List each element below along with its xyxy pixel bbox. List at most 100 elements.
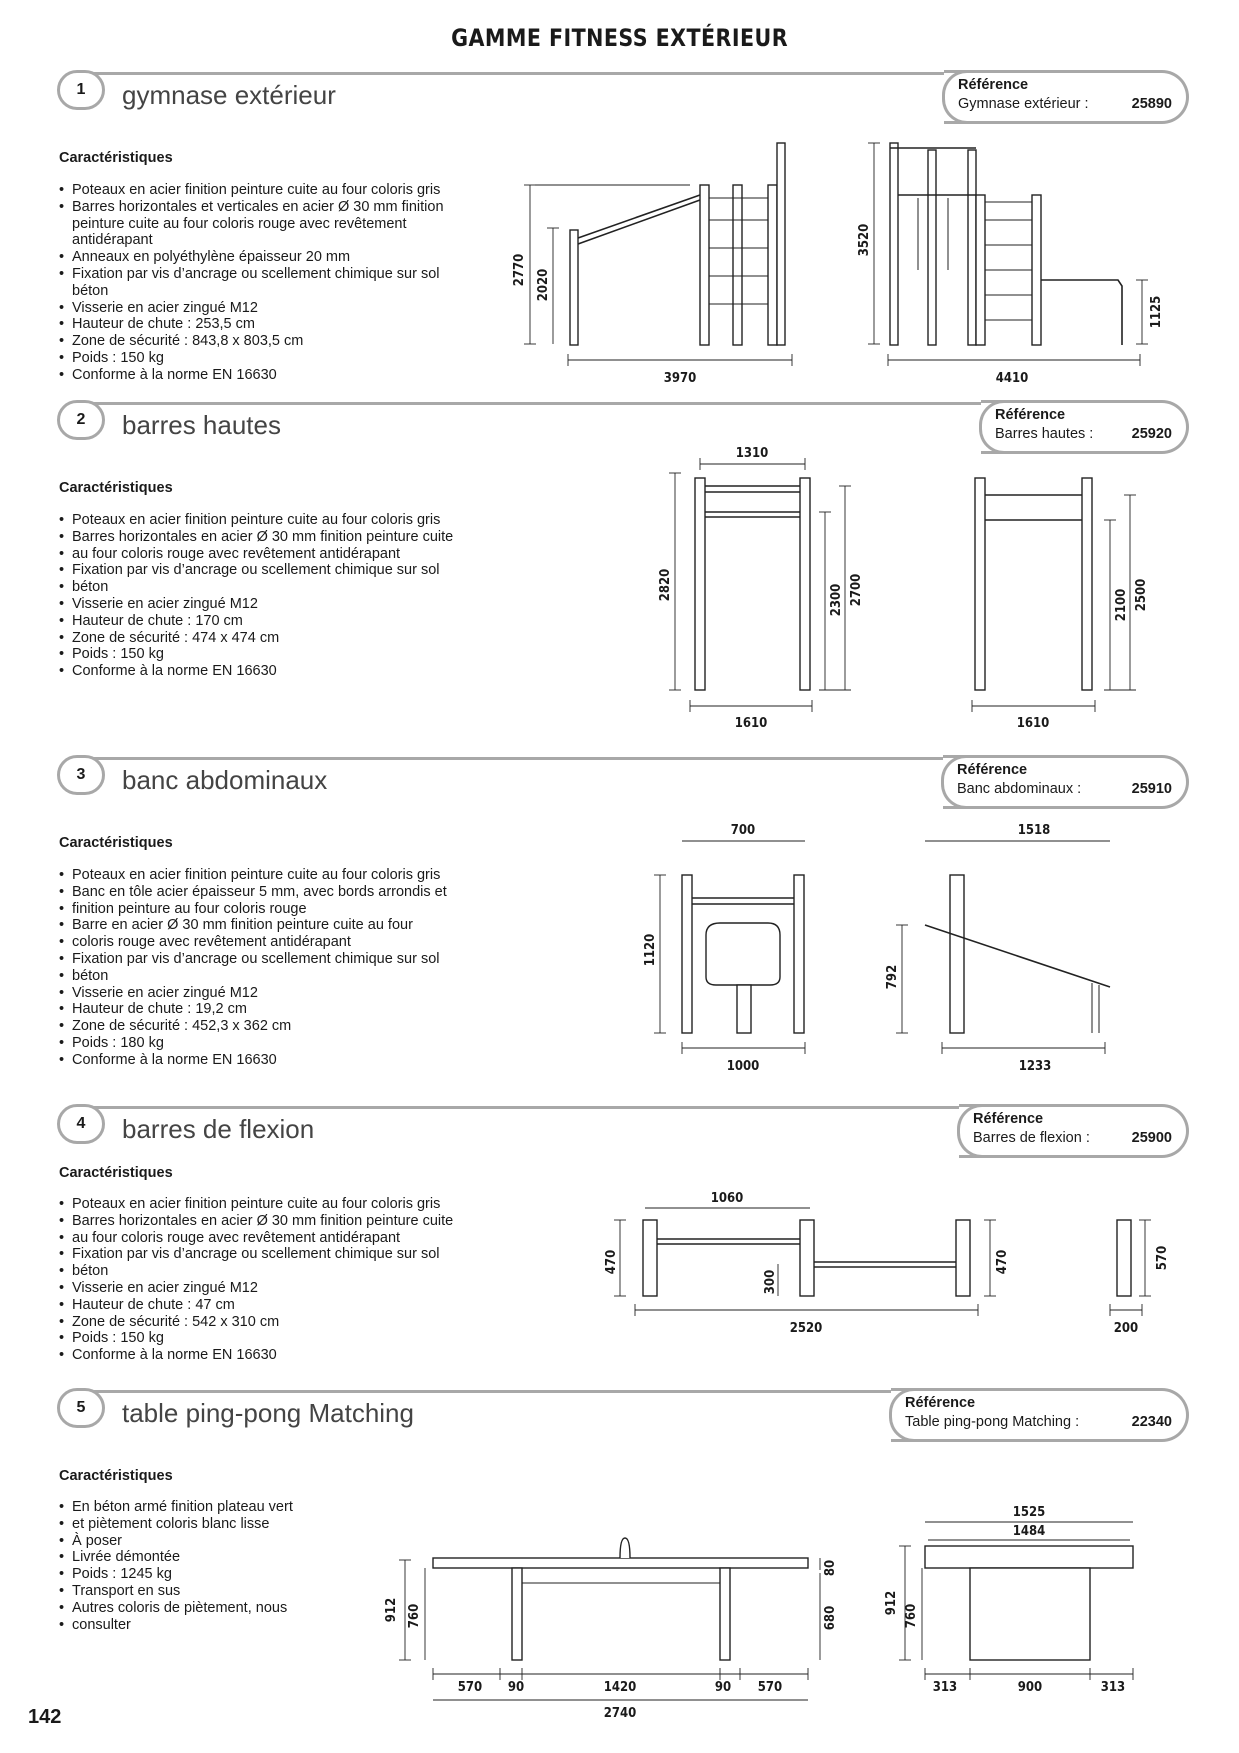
section-number: 4 <box>57 1104 105 1144</box>
feature-item: À poser <box>59 1533 293 1550</box>
dimension-label: 1120 <box>643 934 658 967</box>
features-list: Poteaux en acier finition peinture cuite… <box>59 867 447 1069</box>
feature-item: Visserie en acier zingué M12 <box>59 300 444 317</box>
dimension-label: 760 <box>407 1604 422 1628</box>
technical-drawing: 912 760 80 680 570 90 1420 90 570 2740 1… <box>384 1505 1134 1721</box>
feature-item: Poteaux en acier finition peinture cuite… <box>59 1196 453 1213</box>
reference-code: 25920 <box>1131 426 1172 442</box>
section-number: 3 <box>57 755 105 795</box>
feature-item: Zone de sécurité : 542 x 310 cm <box>59 1314 453 1331</box>
reference-heading: Référence <box>995 407 1066 423</box>
dimension-label: 1525 <box>1013 1505 1046 1520</box>
feature-item: Barre en acier Ø 30 mm finition peinture… <box>59 917 447 934</box>
feature-item: Poids : 1245 kg <box>59 1566 293 1583</box>
dimension-label: 2100 <box>1114 589 1129 622</box>
feature-item: Hauteur de chute : 47 cm <box>59 1297 453 1314</box>
dimension-label: 1310 <box>736 446 769 461</box>
reference-heading: Référence <box>905 1395 976 1411</box>
feature-item: Poids : 150 kg <box>59 1330 453 1347</box>
dimension-label: 792 <box>885 965 900 989</box>
feature-item: finition peinture au four coloris rouge <box>59 901 447 918</box>
feature-item: Transport en sus <box>59 1583 293 1600</box>
feature-item: Visserie en acier zingué M12 <box>59 1280 453 1297</box>
features-list: Poteaux en acier finition peinture cuite… <box>59 182 444 384</box>
dimension-label: 2740 <box>604 1706 637 1721</box>
feature-item: Conforme à la norme EN 16630 <box>59 1052 447 1069</box>
feature-item: béton <box>59 1263 453 1280</box>
dimension-label: 570 <box>1155 1246 1170 1270</box>
section-gymnase-exterieur: 1 gymnase extérieur Référence Gymnase ex… <box>0 70 1239 390</box>
features-list: Poteaux en acier finition peinture cuite… <box>59 1196 453 1364</box>
dimension-label: 900 <box>1018 1680 1042 1695</box>
dimension-label: 2020 <box>536 269 551 302</box>
features-list: Poteaux en acier finition peinture cuite… <box>59 512 453 680</box>
feature-item: Poids : 150 kg <box>59 646 453 663</box>
technical-drawing: 700 1120 1000 1518 792 1233 <box>643 823 1111 1074</box>
section-divider <box>72 757 1089 760</box>
dimension-label: 912 <box>384 1598 399 1622</box>
dimension-label: 2300 <box>829 584 844 617</box>
page-number: 142 <box>28 1706 62 1728</box>
section-divider <box>72 1390 1089 1393</box>
feature-item: Visserie en acier zingué M12 <box>59 596 453 613</box>
reference-heading: Référence <box>973 1111 1044 1127</box>
feature-item: béton <box>72 282 109 299</box>
reference-label: Gymnase extérieur : <box>958 96 1089 112</box>
dimension-label: 1000 <box>727 1059 760 1074</box>
feature-item: Conforme à la norme EN 16630 <box>59 1347 453 1364</box>
reference-box: Référence Banc abdominaux :25910 <box>941 755 1189 809</box>
dimension-label: 1125 <box>1149 296 1164 329</box>
section-title: barres de flexion <box>122 1114 315 1144</box>
reference-box: Référence Barres de flexion :25900 <box>957 1104 1189 1158</box>
dimension-label: 80 <box>823 1560 838 1576</box>
feature-item: au four coloris rouge avec revêtement an… <box>59 1230 453 1247</box>
section-divider <box>72 402 1089 405</box>
technical-drawing: 2770 2020 3970 3520 1125 4410 <box>512 142 1164 386</box>
dimension-label: 912 <box>884 1591 899 1615</box>
dimension-label: 2520 <box>790 1321 823 1336</box>
reference-code: 25910 <box>1131 781 1172 797</box>
feature-item: Poids : 180 kg <box>59 1035 447 1052</box>
section-title: gymnase extérieur <box>122 80 336 110</box>
reference-label: Table ping-pong Matching : <box>905 1414 1080 1430</box>
dimension-label: 1060 <box>711 1191 744 1206</box>
dimension-label: 200 <box>1114 1321 1138 1336</box>
dimension-label: 1518 <box>1018 823 1051 838</box>
feature-item: béton <box>59 968 447 985</box>
reference-box: Référence Gymnase extérieur :25890 <box>942 70 1189 124</box>
dimension-label: 4410 <box>996 371 1029 386</box>
feature-item: Zone de sécurité : 452,3 x 362 cm <box>59 1018 447 1035</box>
feature-item: Poteaux en acier finition peinture cuite… <box>59 867 447 884</box>
dimension-label: 570 <box>758 1680 782 1695</box>
page-title: GAMME FITNESS EXTÉRIEUR <box>451 24 789 52</box>
section-divider <box>72 72 1089 75</box>
feature-item: Banc en tôle acier épaisseur 5 mm, avec … <box>59 884 447 901</box>
reference-code: 25890 <box>1131 96 1172 112</box>
feature-item: au four coloris rouge avec revêtement an… <box>59 546 453 563</box>
dimension-label: 313 <box>933 1680 957 1695</box>
feature-item: béton <box>59 579 453 596</box>
feature-item: Barres horizontales en acier Ø 30 mm fin… <box>59 529 453 546</box>
dimension-label: 470 <box>604 1250 619 1274</box>
section-number: 1 <box>57 70 105 110</box>
section-title: banc abdominaux <box>122 765 328 795</box>
feature-item: Conforme à la norme EN 16630 <box>59 367 444 384</box>
reference-label: Barres hautes : <box>995 426 1094 442</box>
reference-box: Référence Barres hautes : 25920 <box>979 400 1189 454</box>
dimension-label: 2770 <box>512 254 527 287</box>
features-heading: Caractéristiques <box>59 1165 173 1181</box>
technical-drawing: 1310 2820 2300 2700 1610 2100 2500 1610 <box>658 446 1149 731</box>
dimension-label: 2700 <box>849 574 864 607</box>
feature-item: antidérapant <box>72 232 153 249</box>
feature-item: Conforme à la norme EN 16630 <box>59 663 453 680</box>
dimension-label: 90 <box>715 1680 731 1695</box>
feature-item: Zone de sécurité : 474 x 474 cm <box>59 630 453 647</box>
feature-item: Livrée démontée <box>59 1549 293 1566</box>
dimension-label: 1484 <box>1013 1524 1046 1539</box>
dimension-label: 680 <box>823 1606 838 1630</box>
features-heading: Caractéristiques <box>59 1468 173 1484</box>
feature-item: et piètement coloris blanc lisse <box>59 1516 293 1533</box>
feature-item: Hauteur de chute : 170 cm <box>59 613 453 630</box>
features-heading: Caractéristiques <box>59 150 173 166</box>
reference-label: Barres de flexion : <box>973 1130 1090 1146</box>
